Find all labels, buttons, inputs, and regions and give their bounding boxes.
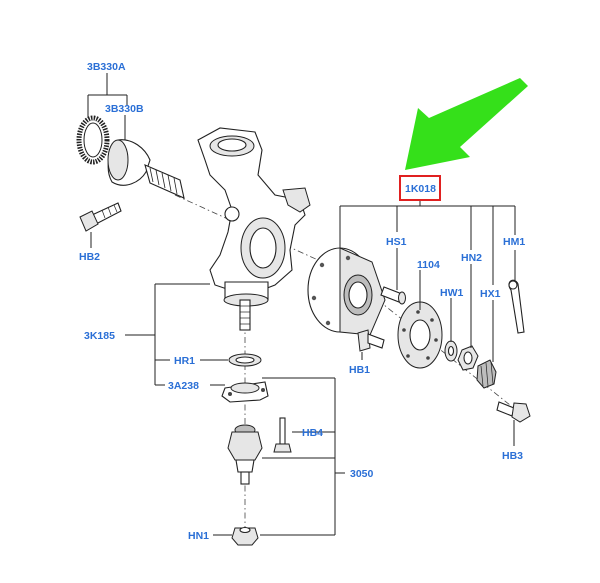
drive-shaft-cv-joint <box>107 139 185 199</box>
washer-hw1 <box>444 340 458 362</box>
label-3050: 3050 <box>350 468 374 480</box>
bearing-1104 <box>397 301 443 369</box>
label-hr1: HR1 <box>174 355 195 367</box>
label-3b330a: 3B330A <box>87 61 126 73</box>
boot-3a238 <box>221 381 269 403</box>
cap-hx1 <box>476 359 497 389</box>
label-3b330b: 3B330B <box>105 103 144 115</box>
abs-sensor-ring <box>76 115 110 165</box>
leader-lines <box>87 73 516 536</box>
nut-hn2 <box>457 345 479 371</box>
highlight-box <box>399 175 441 201</box>
label-hn2: HN2 <box>461 252 482 264</box>
label-hb3: HB3 <box>502 450 523 462</box>
label-hs1: HS1 <box>386 236 407 248</box>
ring-hr1 <box>228 353 262 367</box>
steering-knuckle <box>197 127 311 331</box>
part-labels: 3B330A 3B330B HB2 1K018 HS1 1104 HN2 HM1… <box>79 61 525 542</box>
label-hw1: HW1 <box>440 287 463 299</box>
label-1104: 1104 <box>417 259 440 271</box>
label-hb2: HB2 <box>79 251 100 263</box>
label-1k018: 1K018 <box>405 183 436 195</box>
label-3a238: 3A238 <box>168 380 199 392</box>
bolt-hb4 <box>273 417 292 453</box>
bolt-hb1 <box>357 329 385 352</box>
label-hm1: HM1 <box>503 236 525 248</box>
nut-hn1 <box>231 526 259 546</box>
bolt-hb3 <box>496 401 531 423</box>
label-hb1: HB1 <box>349 364 370 376</box>
bolt-hb2 <box>79 202 122 232</box>
label-hn1: HN1 <box>188 530 209 542</box>
label-hb4: HB4 <box>302 427 323 439</box>
green-arrow-icon <box>405 78 528 170</box>
split-pin-hm1 <box>508 279 525 334</box>
wheel-hub <box>307 247 386 336</box>
label-hx1: HX1 <box>480 288 501 300</box>
stud-hs1 <box>380 286 406 305</box>
label-3k185: 3K185 <box>84 330 115 342</box>
ball-joint-3050 <box>227 424 263 485</box>
